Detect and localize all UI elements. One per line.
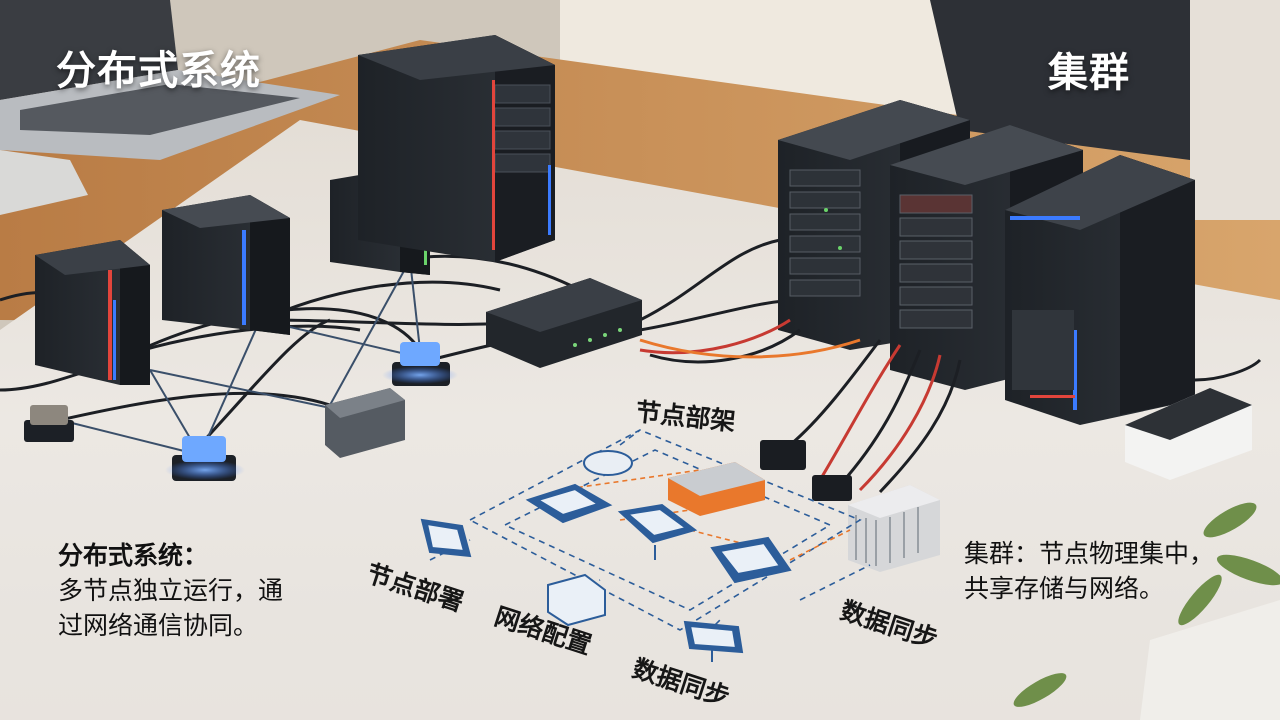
caption-distributed-line1: 多节点独立运行，通 [58, 576, 284, 605]
caption-cluster: 集群：节点物理集中， 共享存储与网络。 [964, 536, 1214, 606]
caption-cluster-line2: 共享存储与网络。 [964, 574, 1165, 603]
caption-distributed-heading: 分布式系统： [58, 541, 209, 570]
caption-distributed: 分布式系统： 多节点独立运行，通 过网络通信协同。 [58, 538, 283, 643]
title-cluster: 集群 [1048, 50, 1130, 96]
caption-distributed-line2: 过网络通信协同。 [58, 611, 259, 640]
title-distributed-system: 分布式系统 [56, 48, 261, 94]
caption-cluster-line1: 集群：节点物理集中， [964, 539, 1215, 568]
